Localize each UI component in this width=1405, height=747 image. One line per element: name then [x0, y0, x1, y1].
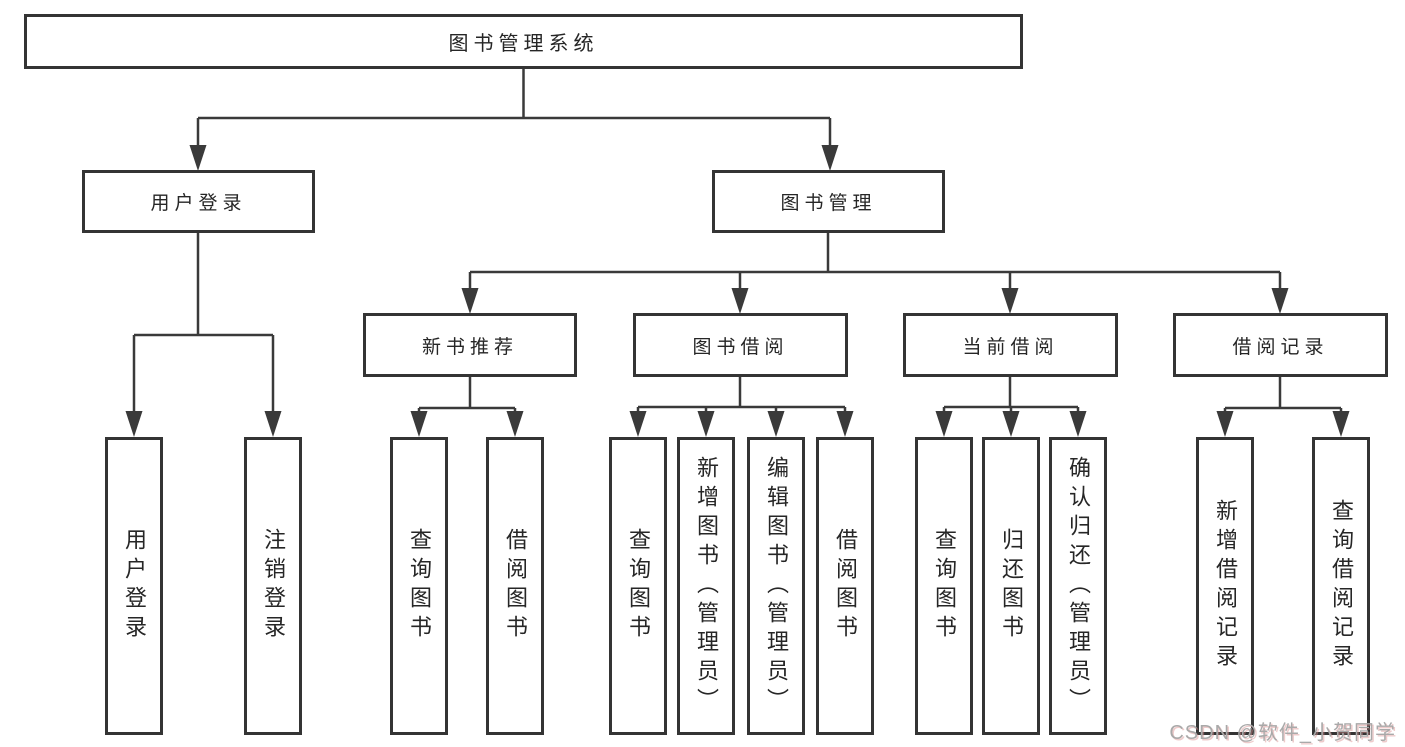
node-current-borrow: 当前借阅	[903, 313, 1118, 377]
arrow-down-icon	[629, 411, 647, 437]
watermark: CSDN @软件_小贺同学	[1169, 722, 1396, 744]
leaf-add-borrow-record: 新增借阅记录	[1196, 437, 1254, 735]
arrow-down-icon	[1002, 411, 1020, 437]
node-borrow-records: 借阅记录	[1173, 313, 1388, 377]
connector-book-management-children	[461, 233, 1289, 314]
arrow-down-icon	[264, 411, 282, 437]
arrow-down-icon	[767, 411, 785, 437]
connector-user-login-children	[125, 233, 282, 437]
leaf-user-login: 用户登录	[105, 437, 163, 735]
arrow-down-icon	[731, 288, 749, 314]
node-root: 图书管理系统	[24, 14, 1023, 69]
node-book-management: 图书管理	[712, 170, 945, 233]
leaf-return-books: 归还图书	[982, 437, 1040, 735]
arrow-down-icon	[1271, 288, 1289, 314]
arrow-down-icon	[836, 411, 854, 437]
arrow-down-icon	[461, 288, 479, 314]
leaf-borrow-books-recommend: 借阅图书	[486, 437, 544, 735]
arrow-down-icon	[1001, 288, 1019, 314]
leaf-edit-books-admin: 编辑图书（管理员）	[747, 437, 805, 735]
leaf-borrow-books: 借阅图书	[816, 437, 874, 735]
leaf-query-books-current: 查询图书	[915, 437, 973, 735]
arrow-down-icon	[125, 411, 143, 437]
leaf-logout: 注销登录	[244, 437, 302, 735]
arrow-down-icon	[1332, 411, 1350, 437]
leaf-query-books-recommend: 查询图书	[390, 437, 448, 735]
arrow-down-icon	[821, 145, 839, 171]
node-new-book-recommend: 新书推荐	[363, 313, 577, 377]
connector-new-book-children	[410, 377, 524, 437]
leaf-add-books-admin: 新增图书（管理员）	[677, 437, 735, 735]
arrow-down-icon	[410, 411, 428, 437]
arrow-down-icon	[1216, 411, 1234, 437]
node-book-borrow: 图书借阅	[633, 313, 848, 377]
connector-current-borrow-children	[935, 377, 1087, 437]
arrow-down-icon	[189, 145, 207, 171]
connector-root-to-level2	[189, 69, 839, 171]
arrow-down-icon	[506, 411, 524, 437]
arrow-down-icon	[1069, 411, 1087, 437]
connector-book-borrow-children	[629, 377, 854, 437]
node-user-login: 用户登录	[82, 170, 315, 233]
leaf-query-books-borrow: 查询图书	[609, 437, 667, 735]
arrow-down-icon	[935, 411, 953, 437]
leaf-confirm-return-admin: 确认归还（管理员）	[1049, 437, 1107, 735]
arrow-down-icon	[697, 411, 715, 437]
connector-borrow-records-children	[1216, 377, 1350, 437]
leaf-query-borrow-record: 查询借阅记录	[1312, 437, 1370, 735]
